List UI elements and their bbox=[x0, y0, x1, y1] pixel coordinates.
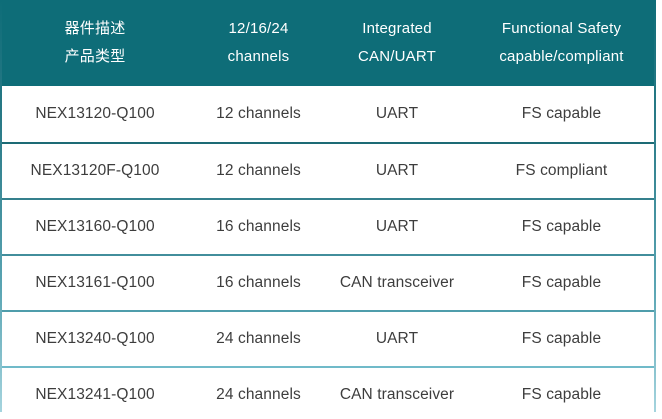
cell-channels: 24 channels bbox=[216, 330, 301, 347]
cell-safety: FS capable bbox=[521, 274, 602, 291]
cell-channels: 12 channels bbox=[216, 105, 301, 122]
header-cell-device-type: 器件描述 产品类型 bbox=[0, 0, 190, 86]
header-line: Integrated bbox=[362, 20, 432, 37]
table-row: NEX13161-Q100 16 channels CAN transceive… bbox=[0, 254, 656, 310]
header-cell-channels: 12/16/24 channels bbox=[190, 0, 327, 86]
header-line: channels bbox=[227, 48, 290, 65]
cell-device: NEX13120F-Q100 bbox=[30, 162, 160, 179]
cell-device: NEX13120-Q100 bbox=[35, 105, 155, 122]
table-right-border bbox=[654, 0, 656, 412]
cell-device: NEX13161-Q100 bbox=[35, 274, 155, 291]
cell-interface: UART bbox=[375, 162, 419, 179]
table-body: NEX13120-Q100 12 channels UART FS capabl… bbox=[0, 86, 656, 419]
header-cell-functional-safety: Functional Safety capable/compliant bbox=[467, 0, 656, 86]
cell-device: NEX13240-Q100 bbox=[35, 330, 155, 347]
cell-channels: 16 channels bbox=[216, 274, 301, 291]
cell-interface: UART bbox=[375, 330, 419, 347]
cell-safety: FS capable bbox=[521, 105, 602, 122]
cell-channels: 12 channels bbox=[216, 162, 301, 179]
cell-interface: UART bbox=[375, 105, 419, 122]
header-line: Functional Safety bbox=[501, 20, 622, 37]
table-row: NEX13160-Q100 16 channels UART FS capabl… bbox=[0, 198, 656, 254]
cell-interface: CAN transceiver bbox=[339, 274, 455, 291]
cell-device: NEX13241-Q100 bbox=[35, 385, 155, 403]
cell-safety: FS compliant bbox=[515, 162, 608, 179]
header-cell-interface: Integrated CAN/UART bbox=[327, 0, 467, 86]
table-row: NEX13240-Q100 24 channels UART FS capabl… bbox=[0, 310, 656, 366]
header-line: 产品类型 bbox=[64, 48, 126, 65]
table-row: NEX13120F-Q100 12 channels UART FS compl… bbox=[0, 142, 656, 198]
header-line: capable/compliant bbox=[499, 48, 624, 65]
cell-safety: FS capable bbox=[521, 385, 602, 403]
table-header-row: 器件描述 产品类型 12/16/24 channels Integrated C… bbox=[0, 0, 656, 86]
header-line: 12/16/24 bbox=[228, 20, 289, 37]
cell-device: NEX13160-Q100 bbox=[35, 218, 155, 235]
cell-safety: FS capable bbox=[521, 330, 602, 347]
cell-interface: UART bbox=[375, 218, 419, 235]
table-left-border bbox=[0, 0, 2, 412]
cell-safety: FS capable bbox=[521, 218, 602, 235]
header-line: 器件描述 bbox=[64, 20, 126, 37]
table-row: NEX13120-Q100 12 channels UART FS capabl… bbox=[0, 86, 656, 142]
cell-channels: 24 channels bbox=[216, 385, 301, 403]
cell-interface: CAN transceiver bbox=[339, 385, 455, 403]
header-line: CAN/UART bbox=[358, 48, 436, 65]
cell-channels: 16 channels bbox=[216, 218, 301, 235]
table-row: NEX13241-Q100 24 channels CAN transceive… bbox=[0, 366, 656, 419]
